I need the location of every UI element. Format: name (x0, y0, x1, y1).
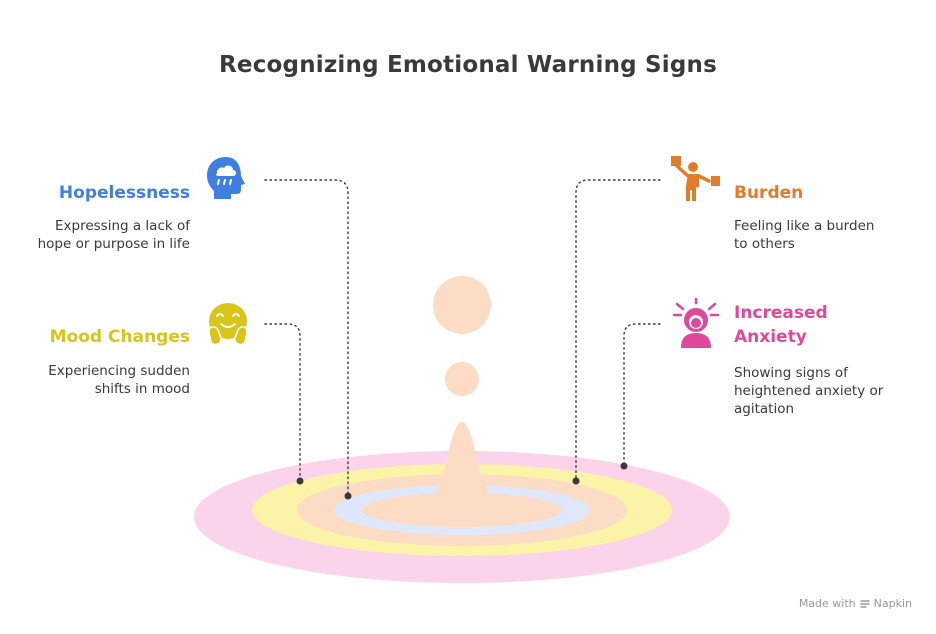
mood-desc-line1: Experiencing sudden (48, 363, 190, 379)
splash-peak (402, 422, 522, 512)
hopelessness-title: Hopelessness (58, 183, 190, 203)
rain-cloud-head-icon (207, 157, 245, 199)
watermark-prefix: Made with (798, 597, 856, 610)
increased-anxiety-title: Increased Anxiety (734, 301, 924, 349)
splash-drop-small (445, 362, 479, 396)
connector-burden (575, 179, 661, 482)
connector-anxiety (623, 323, 661, 467)
mood-changes-description: Experiencing sudden shifts in mood (10, 362, 190, 398)
person-lifting-boxes-icon (671, 156, 720, 201)
burden-title: Burden (734, 183, 804, 203)
connector-dot-hopelessness (344, 492, 352, 500)
burden-description: Feeling like a burden to others (734, 217, 924, 253)
watermark-brand: Napkin (873, 597, 912, 610)
anxiety-title-line2: Anxiety (734, 327, 807, 347)
mood-changes-title: Mood Changes (49, 327, 190, 347)
hopelessness-desc-line1: Expressing a lack of (54, 218, 190, 234)
anxiety-desc-line3: agitation (734, 401, 795, 417)
hopelessness-description: Expressing a lack of hope or purpose in … (10, 217, 190, 253)
splash-drop-large (433, 276, 491, 334)
stressed-person-icon (672, 298, 720, 348)
connector-dot-mood (296, 477, 304, 485)
connector-dot-anxiety (620, 462, 628, 470)
napkin-logo-icon (859, 599, 870, 608)
smiling-face-hands-icon (208, 303, 248, 346)
anxiety-desc-line2: heightened anxiety or (734, 383, 884, 399)
increased-anxiety-description: Showing signs of heightened anxiety or a… (734, 364, 929, 418)
anxiety-desc-line1: Showing signs of (734, 365, 848, 381)
hopelessness-desc-line2: hope or purpose in life (37, 236, 190, 252)
connector-mood (264, 323, 301, 482)
burden-desc-line1: Feeling like a burden (734, 218, 875, 234)
burden-desc-line2: to others (734, 236, 795, 252)
napkin-watermark: Made with Napkin (799, 597, 912, 610)
mood-desc-line2: shifts in mood (94, 381, 190, 397)
page-title: Recognizing Emotional Warning Signs (218, 52, 718, 78)
connector-dot-burden (572, 477, 580, 485)
anxiety-title-line1: Increased (734, 303, 828, 323)
connector-hopelessness (264, 179, 349, 497)
